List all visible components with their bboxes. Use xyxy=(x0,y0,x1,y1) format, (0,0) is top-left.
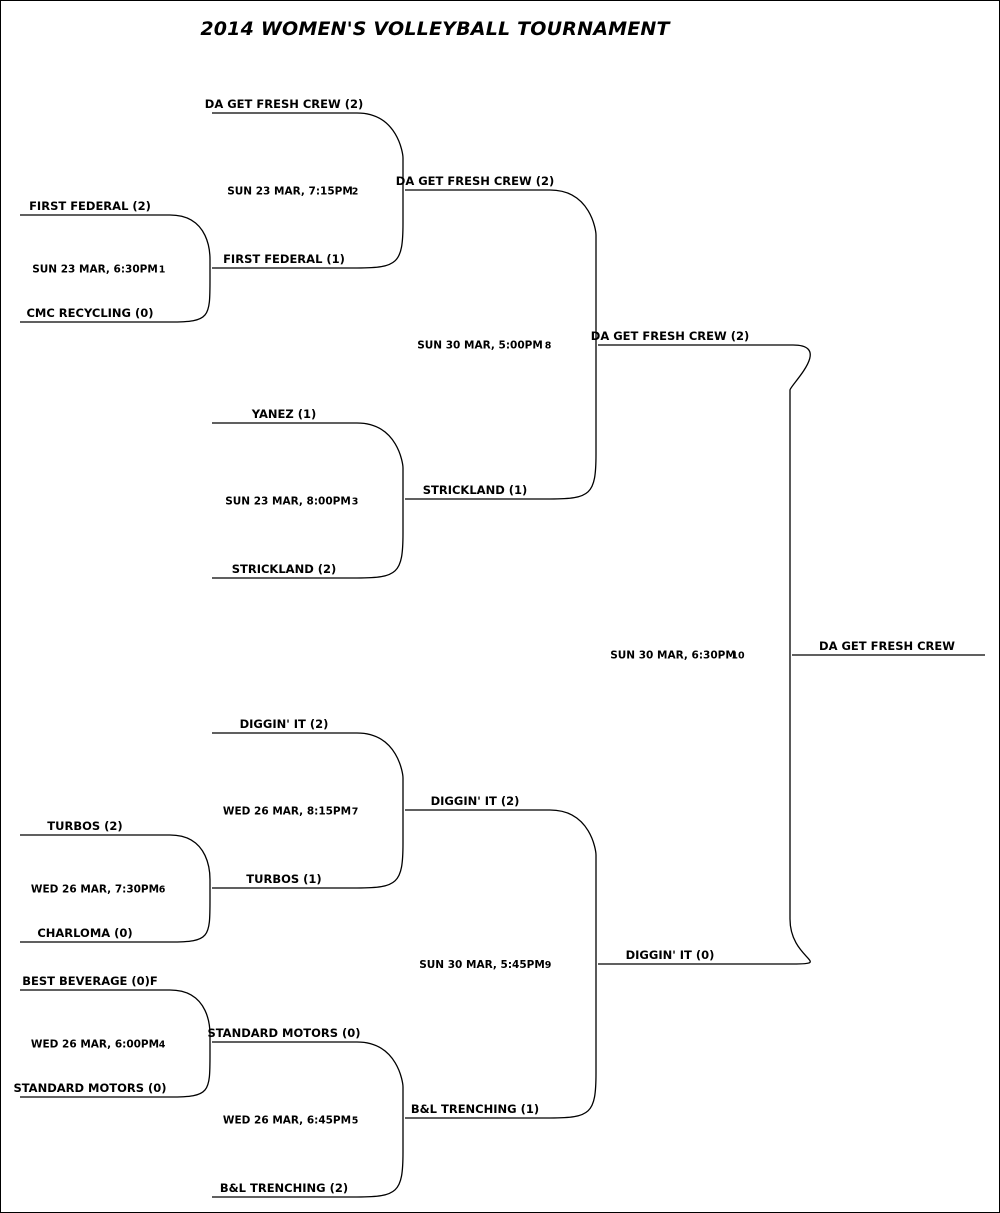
match-7: DIGGIN' IT (2) TURBOS (1) WED 26 MAR, 8:15… xyxy=(212,717,404,889)
match-3-time: SUN 23 MAR, 8:00PM xyxy=(225,496,351,508)
match-8-bracket-line xyxy=(405,189,597,500)
match-6-time: WED 26 MAR, 7:30PM xyxy=(31,884,159,896)
match-4-bracket-line xyxy=(20,989,211,1098)
match-5-team-top: STANDARD MOTORS (0) xyxy=(207,1026,360,1040)
match-3-team-top: YANEZ (1) xyxy=(251,407,316,421)
match-10-number: 10 xyxy=(731,651,745,662)
match-9: DIGGIN' IT (2) B&L TRENCHING (1) SUN 30 MA… xyxy=(405,794,597,1119)
champion: DA GET FRESH CREW xyxy=(792,639,985,656)
match-8: DA GET FRESH CREW (2) STRICKLAND (1) SUN 3… xyxy=(396,174,597,500)
match-4-time: WED 26 MAR, 6:00PM xyxy=(31,1039,159,1051)
match-1-number: 1 xyxy=(159,265,166,276)
match-1-team-top: FIRST FEDERAL (2) xyxy=(29,199,151,213)
match-2-team-top: DA GET FRESH CREW (2) xyxy=(205,97,363,111)
match-6-bracket-line xyxy=(20,834,211,943)
match-5-team-bottom: B&L TRENCHING (2) xyxy=(220,1181,348,1195)
match-1-bracket-line xyxy=(20,214,211,323)
match-3-team-bottom: STRICKLAND (2) xyxy=(232,562,337,576)
match-4-team-top: BEST BEVERAGE (0)F xyxy=(22,974,158,988)
match-2-team-bottom: FIRST FEDERAL (1) xyxy=(223,252,345,266)
match-3-bracket-line xyxy=(212,422,404,579)
champion-name: DA GET FRESH CREW xyxy=(819,639,955,653)
match-9-number: 9 xyxy=(545,960,552,971)
match-2: DA GET FRESH CREW (2) FIRST FEDERAL (1) SU… xyxy=(205,97,404,269)
match-7-team-top: DIGGIN' IT (2) xyxy=(240,717,329,731)
match-4-team-bottom: STANDARD MOTORS (0) xyxy=(13,1081,166,1095)
match-6-team-bottom: CHARLOMA (0) xyxy=(37,926,132,940)
match-8-team-top: DA GET FRESH CREW (2) xyxy=(396,174,554,188)
match-8-team-bottom: STRICKLAND (1) xyxy=(423,483,528,497)
match-10-time: SUN 30 MAR, 6:30PM xyxy=(610,650,736,662)
match-5-number: 5 xyxy=(352,1116,359,1127)
match-9-team-top: DIGGIN' IT (2) xyxy=(431,794,520,808)
match-7-time: WED 26 MAR, 8:15PM xyxy=(223,806,351,818)
match-3-number: 3 xyxy=(352,497,359,508)
match-1-time: SUN 23 MAR, 6:30PM xyxy=(32,264,158,276)
match-10-bracket-line xyxy=(598,344,811,965)
tournament-title: 2014 WOMEN'S VOLLEYBALL TOURNAMENT xyxy=(200,18,670,40)
match-8-time: SUN 30 MAR, 5:00PM xyxy=(417,340,543,352)
match-7-team-bottom: TURBOS (1) xyxy=(246,872,321,886)
match-9-time: SUN 30 MAR, 5:45PM xyxy=(419,959,545,971)
match-5-bracket-line xyxy=(212,1041,404,1198)
match-5: STANDARD MOTORS (0) B&L TRENCHING (2) WED … xyxy=(207,1026,404,1198)
match-6-team-top: TURBOS (2) xyxy=(47,819,122,833)
match-3: YANEZ (1) STRICKLAND (2) SUN 23 MAR, 8:00P… xyxy=(212,407,404,579)
match-10-team-bottom: DIGGIN' IT (0) xyxy=(626,948,715,962)
match-9-team-bottom: B&L TRENCHING (1) xyxy=(411,1102,539,1116)
match-4-number: 4 xyxy=(159,1040,166,1051)
match-9-bracket-line xyxy=(405,809,597,1119)
match-6-number: 6 xyxy=(159,885,166,896)
match-2-time: SUN 23 MAR, 7:15PM xyxy=(227,186,353,198)
match-1: FIRST FEDERAL (2) CMC RECYCLING (0) SUN 23… xyxy=(20,199,211,323)
match-5-time: WED 26 MAR, 6:45PM xyxy=(223,1115,351,1127)
match-1-team-bottom: CMC RECYCLING (0) xyxy=(26,306,153,320)
match-10-team-top: DA GET FRESH CREW (2) xyxy=(591,329,749,343)
match-2-number: 2 xyxy=(352,187,359,198)
match-10: DA GET FRESH CREW (2) DIGGIN' IT (0) SUN 3… xyxy=(591,329,811,965)
match-6: TURBOS (2) CHARLOMA (0) WED 26 MAR, 7:30PM… xyxy=(20,819,211,943)
match-7-bracket-line xyxy=(212,732,404,889)
match-8-number: 8 xyxy=(545,341,552,352)
match-7-number: 7 xyxy=(352,807,359,818)
match-2-bracket-line xyxy=(212,112,404,269)
match-4: BEST BEVERAGE (0)F STANDARD MOTORS (0) WED… xyxy=(13,974,211,1098)
